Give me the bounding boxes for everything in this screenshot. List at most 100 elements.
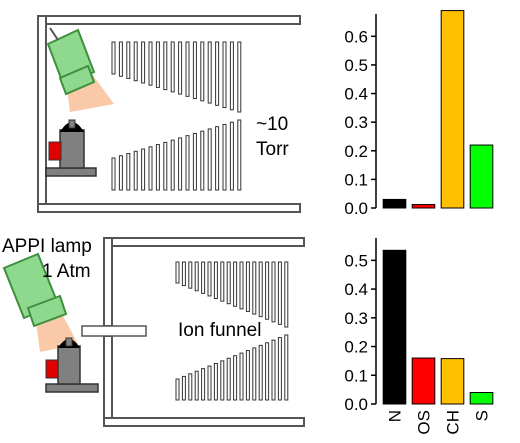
bottom-bar-ch (440, 358, 465, 405)
top-funnel-electrode-upper (207, 41, 212, 104)
bottom-category-label: OS (415, 410, 434, 435)
top-pressure-label-2: Torr (256, 139, 289, 160)
bottom-funnel-electrode-lower (233, 355, 238, 401)
top-funnel-electrode-lower (163, 141, 168, 191)
bottom-funnel-electrode-lower (194, 370, 199, 401)
top-funnel-electrode-upper (133, 41, 138, 82)
bottom-funnel-electrode-lower (181, 375, 186, 401)
bottom-funnel-electrode-lower (201, 368, 206, 401)
bottom-funnel-electrode-upper (277, 261, 282, 325)
top-funnel-electrode-upper (170, 41, 175, 93)
bottom-funnel-electrode-upper (175, 261, 180, 284)
top-y-tick-label: 0.0 (344, 199, 368, 218)
bottom-ion-source (45, 337, 99, 393)
top-funnel-electrode-lower (133, 150, 138, 191)
top-funnel-electrode-lower (222, 123, 227, 191)
top-funnel-electrode-upper (155, 41, 160, 88)
top-funnel-electrode-lower (229, 121, 234, 191)
top-y-tick-label: 0.6 (344, 27, 368, 46)
bottom-bar-os (411, 357, 436, 405)
top-bar-chart: 0.00.10.20.30.40.50.6 (344, 10, 494, 218)
top-bar-os (411, 204, 436, 209)
bottom-funnel-electrode-upper (213, 261, 218, 300)
top-funnel-electrode-upper (229, 41, 234, 111)
bottom-category-label: N (386, 410, 405, 422)
bottom-funnel-electrode-lower (245, 350, 250, 401)
top-funnel-electrode-upper (126, 41, 131, 79)
bottom-funnel-electrode-lower (207, 365, 212, 401)
top-funnel-electrode-upper (215, 41, 220, 106)
bottom-funnel-electrode-upper (284, 261, 289, 328)
top-funnel-electrode-upper (148, 41, 153, 86)
bottom-funnel-electrode-lower (258, 344, 263, 401)
bottom-funnel-electrode-lower (188, 373, 193, 401)
top-funnel-electrode-lower (170, 139, 175, 191)
top-y-tick-label: 0.3 (344, 113, 368, 132)
bottom-ion-funnel (175, 261, 289, 401)
bottom-funnel-electrode-upper (258, 261, 263, 318)
bottom-chamber-bottom-wall (103, 417, 305, 427)
bottom-funnel-electrode-lower (239, 352, 244, 401)
top-bar-ch (440, 10, 465, 209)
bottom-funnel-electrode-lower (265, 342, 270, 401)
top-ion-funnel (111, 41, 242, 191)
top-ion-source (45, 119, 97, 177)
bottom-funnel-electrode-lower (271, 339, 276, 401)
bottom-chamber-left-wall-upper (103, 237, 113, 327)
bottom-funnel-electrode-upper (233, 261, 238, 307)
top-funnel-electrode-upper (118, 41, 123, 77)
bottom-funnel-electrode-upper (207, 261, 212, 297)
top-funnel-electrode-upper (222, 41, 227, 109)
top-chamber-top-wall (37, 15, 301, 25)
bottom-chamber-top-wall (103, 237, 305, 247)
top-diagram: ~10 Torr (37, 15, 301, 213)
top-funnel-electrode-lower (215, 126, 220, 191)
bottom-funnel-electrode-lower (226, 357, 231, 401)
top-funnel-electrode-upper (200, 41, 205, 102)
bottom-diagram: APPI lamp 1 Atm Ion funnel (2, 236, 305, 427)
lamp-label: APPI lamp (2, 236, 92, 257)
bottom-category-label: CH (444, 410, 463, 435)
top-bar-s (469, 144, 494, 209)
top-funnel-electrode-lower (148, 146, 153, 191)
top-y-tick-label: 0.4 (344, 85, 368, 104)
top-funnel-electrode-lower (237, 119, 242, 191)
bottom-y-tick-label: 0.0 (344, 395, 368, 414)
bottom-funnel-electrode-upper (188, 261, 193, 289)
top-funnel-electrode-lower (155, 144, 160, 191)
top-y-tick-label: 0.2 (344, 142, 368, 161)
bottom-funnel-electrode-upper (245, 261, 250, 312)
bottom-funnel-electrode-lower (220, 360, 225, 401)
bottom-y-tick-label: 0.4 (344, 280, 368, 299)
bottom-pressure-label: 1 Atm (42, 261, 91, 282)
bottom-funnel-electrode-upper (271, 261, 276, 323)
top-funnel-electrode-lower (192, 132, 197, 191)
top-chamber-left-wall (37, 15, 47, 213)
bottom-y-tick-label: 0.1 (344, 366, 368, 385)
bottom-funnel-electrode-lower (213, 362, 218, 401)
top-funnel-electrode-lower (126, 153, 131, 191)
top-funnel-electrode-lower (185, 135, 190, 191)
bottom-y-tick-label: 0.3 (344, 309, 368, 328)
top-funnel-electrode-lower (111, 157, 116, 191)
bottom-funnel-electrode-lower (175, 378, 180, 401)
top-funnel-electrode-upper (192, 41, 197, 100)
bottom-y-tick-label: 0.5 (344, 251, 368, 270)
inlet-capillary (81, 325, 147, 337)
bottom-funnel-electrode-lower (252, 347, 257, 401)
top-funnel-electrode-upper (141, 41, 146, 84)
top-pressure-label-1: ~10 (256, 114, 288, 135)
top-funnel-electrode-upper (111, 41, 116, 75)
bottom-funnel-electrode-upper (265, 261, 270, 320)
top-funnel-electrode-upper (237, 41, 242, 113)
bottom-bar-n (382, 249, 407, 405)
ion-funnel-label: Ion funnel (178, 320, 261, 341)
top-y-tick-label: 0.1 (344, 170, 368, 189)
top-funnel-electrode-upper (178, 41, 183, 95)
top-funnel-electrode-upper (185, 41, 190, 97)
bottom-funnel-electrode-lower (284, 334, 289, 401)
bottom-y-tick-label: 0.2 (344, 338, 368, 357)
